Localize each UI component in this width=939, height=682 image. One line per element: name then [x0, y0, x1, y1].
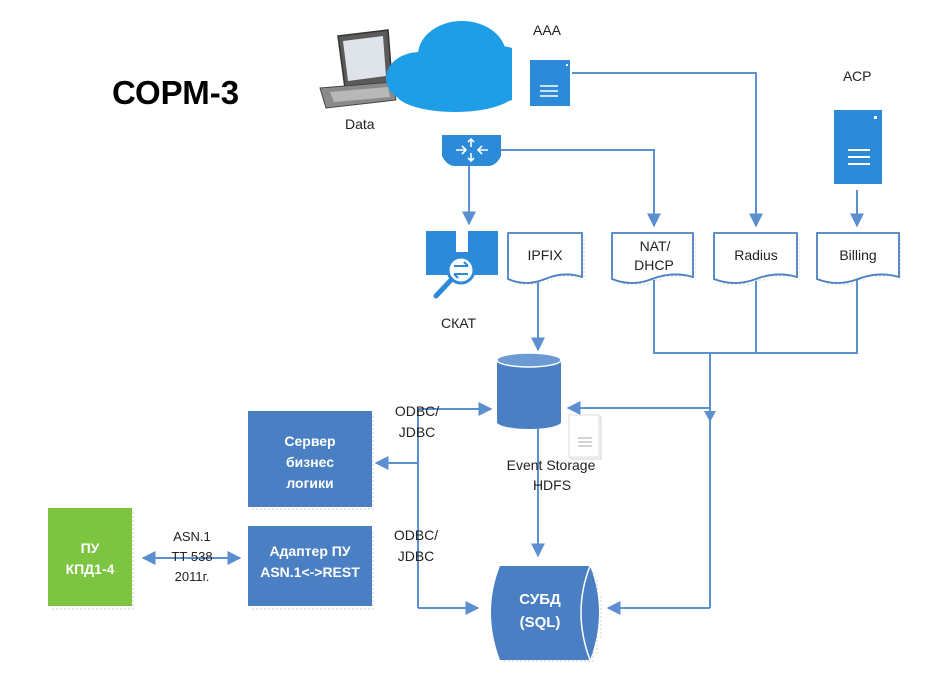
radius-document: Radius [713, 232, 800, 286]
acp-server-icon [834, 110, 882, 184]
server-logic-label-line3: логики [286, 475, 333, 491]
diagram-title: СОРМ-3 [112, 74, 239, 111]
server-logic-box: Сервер бизнес логики [248, 411, 376, 511]
odbc-top-label-line1: ODBC/ [395, 403, 439, 419]
ipfix-label: IPFIX [527, 247, 563, 263]
server-logic-label-line1: Сервер [284, 433, 335, 449]
nat-dhcp-label-line2: DHCP [634, 257, 674, 273]
skat-icon [426, 231, 498, 299]
aaa-server-icon [530, 60, 570, 106]
dbms-label-line1: СУБД [519, 591, 561, 608]
asn-label-line3: 2011г. [175, 569, 210, 584]
nat-dhcp-document: NAT/ DHCP [611, 232, 696, 286]
router-icon [442, 135, 501, 166]
event-storage-label-line1: Event Storage [507, 457, 596, 473]
billing-label: Billing [839, 247, 876, 263]
event-storage-label-line2: HDFS [533, 477, 571, 493]
adapter-label-line2: ASN.1<->REST [260, 564, 360, 580]
asn-label-line2: ТТ 538 [171, 549, 212, 564]
odbc-top-label-line2: JDBC [399, 424, 436, 440]
skat-label: СКАТ [441, 315, 477, 331]
billing-document: Billing [816, 232, 902, 286]
connector-lines [141, 72, 864, 615]
pu-label-line1: ПУ [81, 540, 100, 556]
asn-label-line1: ASN.1 [173, 529, 211, 544]
small-server-icon [568, 414, 602, 460]
adapter-label-line1: Адаптер ПУ [269, 543, 350, 559]
pu-label-line2: КПД1-4 [66, 561, 115, 577]
aaa-label: AAA [533, 22, 562, 38]
odbc-bottom-label-line2: JDBC [398, 548, 435, 564]
server-logic-label-line2: бизнес [286, 454, 334, 470]
event-storage-icon [496, 352, 562, 429]
radius-label: Radius [734, 247, 778, 263]
dbms-icon: СУБД (SQL) [491, 565, 603, 664]
ipfix-document: IPFIX [507, 232, 585, 286]
adapter-box: Адаптер ПУ ASN.1<->REST [248, 526, 376, 610]
odbc-bottom-label-line1: ODBC/ [394, 527, 438, 543]
laptop-icon [319, 29, 397, 109]
cloud-icon [386, 21, 532, 112]
data-label: Data [345, 116, 375, 132]
pu-kpd-box: ПУ КПД1-4 [48, 508, 136, 610]
acp-label: АСР [843, 68, 871, 84]
nat-dhcp-label-line1: NAT/ [640, 238, 671, 254]
dbms-label-line2: (SQL) [520, 614, 561, 631]
